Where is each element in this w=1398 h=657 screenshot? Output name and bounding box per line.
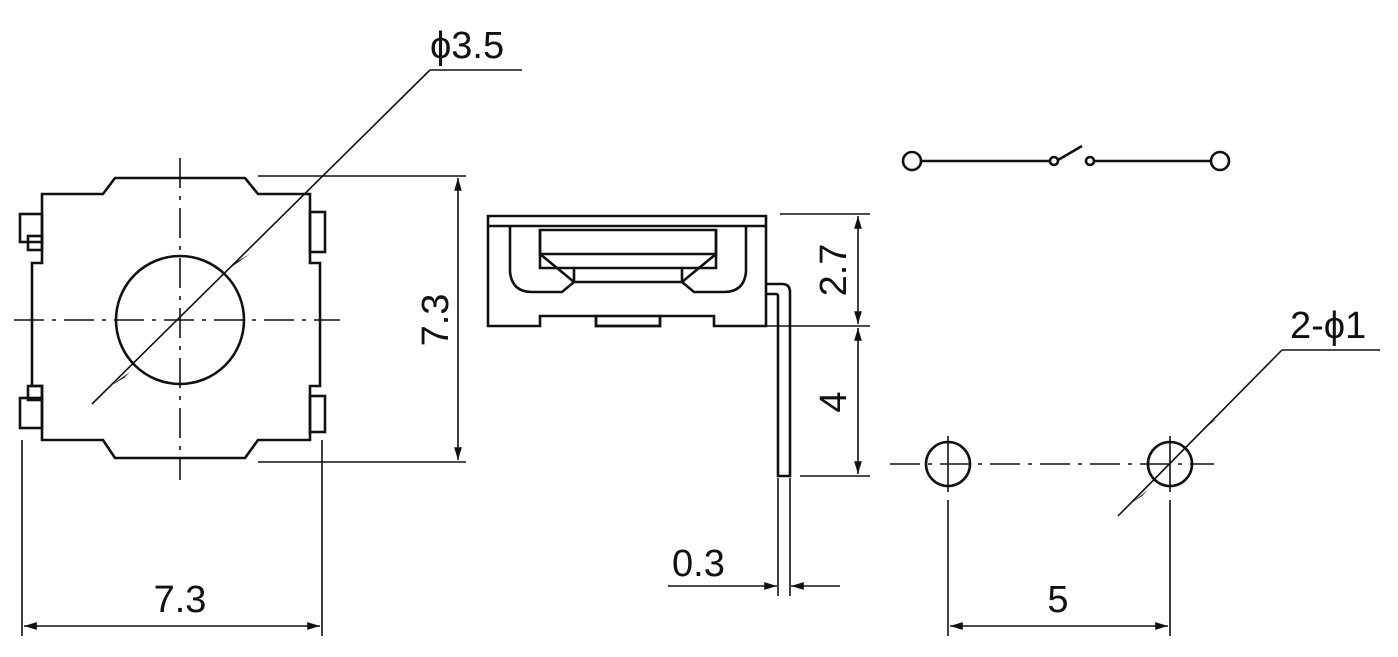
terminal-tab-top-left xyxy=(26,234,44,252)
hole-diameter-label: ϕ3.5 xyxy=(430,25,504,67)
bent-lead xyxy=(766,282,792,478)
pin-hole-arrow-lower xyxy=(1130,490,1148,504)
schematic-terminal-left xyxy=(901,150,923,172)
schematic-switch-blade xyxy=(1057,144,1083,162)
pin-hole-leader xyxy=(1117,349,1283,517)
side-view-dome xyxy=(539,252,717,284)
terminal-top-left xyxy=(18,212,44,244)
pin-hole-arrow-upper xyxy=(1200,418,1218,432)
terminal-top-right xyxy=(308,210,327,254)
terminal-bottom-left xyxy=(18,396,44,430)
lead-thickness-label: 0.3 xyxy=(672,543,725,585)
terminal-tab-bottom-left xyxy=(26,384,44,402)
side-view-body-outline xyxy=(486,214,768,328)
side-view-inner-right xyxy=(680,226,748,294)
switch-schematic-symbol xyxy=(901,144,1231,172)
schematic-terminal-right xyxy=(1209,150,1231,172)
lead-length-label: 4 xyxy=(813,391,855,412)
diameter-leader xyxy=(91,69,431,405)
side-view-plunger xyxy=(538,228,718,256)
schematic-contact-left xyxy=(1048,155,1060,167)
side-view: 2.7 4 0.3 xyxy=(486,213,870,596)
side-view-contact xyxy=(594,314,662,328)
side-height-label: 2.7 xyxy=(813,244,855,297)
pcb-hole-pattern: 2-ϕ1 5 xyxy=(890,305,1380,636)
schematic-contact-right xyxy=(1084,155,1096,167)
top-view-body-outline xyxy=(30,176,322,460)
top-view: ϕ3.5 7.3 7.3 xyxy=(14,25,522,636)
diameter-arrow-lower xyxy=(110,372,130,386)
body-width-label: 7.3 xyxy=(154,579,207,621)
pin-spacing-label: 5 xyxy=(1047,579,1068,621)
terminal-bottom-right xyxy=(308,394,327,434)
body-height-label: 7.3 xyxy=(415,294,457,347)
side-view-inner-left xyxy=(508,226,576,294)
pin-holes-label: 2-ϕ1 xyxy=(1290,305,1366,347)
diameter-arrow-upper xyxy=(230,254,250,268)
